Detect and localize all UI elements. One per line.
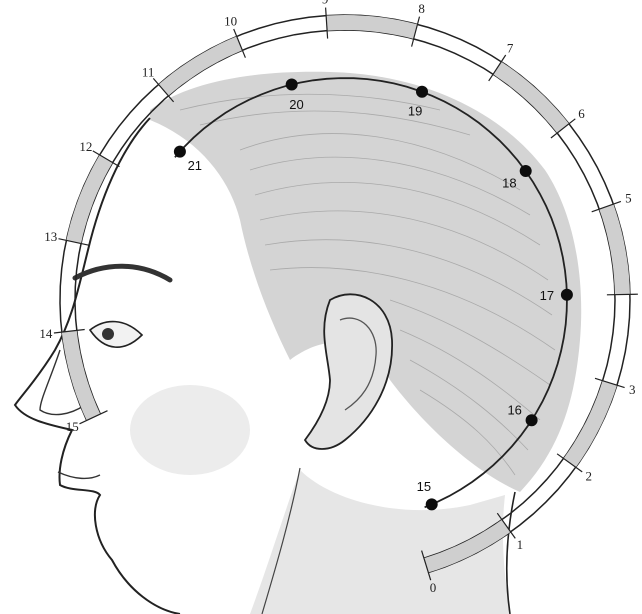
acupoint-dot-19 — [416, 86, 428, 98]
scale-label-8: 8 — [418, 1, 425, 16]
cheek-shade — [130, 385, 250, 475]
iris — [102, 328, 114, 340]
scale-label-0: 0 — [430, 580, 437, 595]
acupoint-label-20: 20 — [289, 97, 303, 112]
scale-band-segment — [326, 15, 417, 39]
acupoint-dot-20 — [286, 79, 298, 91]
scale-label-1: 1 — [517, 537, 524, 552]
acupoint-label-19: 19 — [408, 104, 422, 119]
acupoint-label-21: 21 — [188, 158, 202, 173]
scale-band-segment — [493, 62, 569, 133]
acupoint-dot-16 — [526, 414, 538, 426]
acupoint-dot-17 — [561, 289, 573, 301]
scale-label-12: 12 — [79, 139, 92, 154]
scale-label-14: 14 — [39, 326, 53, 341]
eyebrow — [75, 266, 170, 280]
scale-label-5: 5 — [625, 191, 632, 206]
scale-label-7: 7 — [507, 40, 514, 55]
acupoint-dot-18 — [520, 165, 532, 177]
acupoint-dot-15 — [426, 498, 438, 510]
mouth — [58, 472, 100, 478]
scale-band-segment — [62, 330, 101, 420]
acupoint-label-17: 17 — [540, 288, 554, 303]
scale-label-11: 11 — [142, 64, 155, 79]
acupoint-label-15: 15 — [417, 479, 431, 494]
acupoint-dot-21 — [174, 146, 186, 158]
scale-band-segment — [66, 155, 112, 244]
scale-band-segment — [599, 204, 630, 295]
scale-label-3: 3 — [629, 382, 636, 397]
scale-label-9: 9 — [322, 0, 329, 7]
eye — [90, 322, 142, 348]
scale-tick — [607, 294, 638, 295]
scale-label-6: 6 — [578, 106, 585, 121]
acupoint-label-18: 18 — [502, 176, 516, 191]
scale-label-15: 15 — [66, 419, 79, 434]
scale-label-13: 13 — [44, 229, 57, 244]
acupoint-label-16: 16 — [507, 403, 521, 418]
scale-label-10: 10 — [224, 14, 237, 29]
scale-label-2: 2 — [585, 469, 592, 484]
